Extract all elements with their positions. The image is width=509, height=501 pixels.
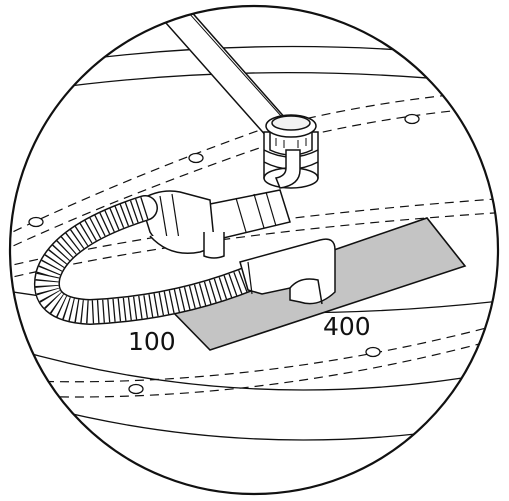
mounting-hole-icon — [28, 113, 420, 395]
siphon-trap-icon — [139, 149, 301, 259]
dimension-label-100: 100 — [128, 327, 176, 356]
dimension-label-400: 400 — [323, 312, 371, 341]
detail-circle — [8, 4, 500, 496]
outlet-body — [239, 238, 336, 305]
flexible-hose-icon — [33, 195, 271, 326]
